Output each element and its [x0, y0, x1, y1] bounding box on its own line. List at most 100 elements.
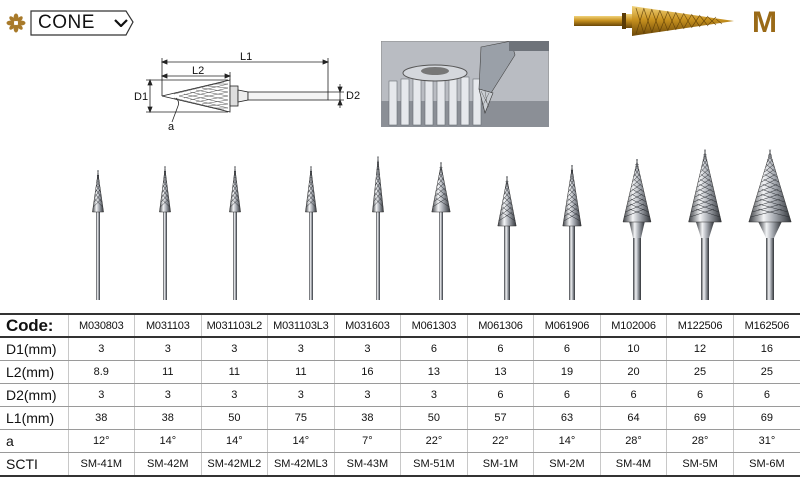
table-cell: 11 — [134, 360, 202, 384]
table-cell: 3 — [67, 337, 135, 361]
table-cell: 3 — [267, 337, 335, 361]
table-cell: 13 — [400, 360, 468, 384]
table-cell: 3 — [333, 337, 401, 361]
code-cell: M162506 — [732, 313, 800, 338]
table-cell: 57 — [466, 406, 534, 430]
code-cell: M031103L2 — [200, 313, 268, 338]
table-cell: 22° — [466, 429, 534, 453]
table-cell: 3 — [400, 383, 468, 407]
table-cell: 28° — [666, 429, 734, 453]
table-cell: 38 — [333, 406, 401, 430]
series-letter: M — [752, 6, 777, 39]
code-cell: M122506 — [666, 313, 734, 338]
burr-image — [431, 162, 451, 300]
header: CONE M — [0, 0, 800, 44]
code-cell: M030803 — [67, 313, 135, 338]
table-cell: 8.9 — [67, 360, 135, 384]
table-cell: 20 — [599, 360, 667, 384]
table-cell: 14° — [267, 429, 335, 453]
code-cell: M102006 — [599, 313, 667, 338]
label-l2: L2 — [192, 65, 204, 77]
table-cell: SM-43M — [333, 452, 401, 477]
spec-table: Code: M030803 M031103 M031103L2 M031103L… — [0, 313, 800, 477]
table-cell: SM-2M — [533, 452, 601, 477]
table-cell: 11 — [267, 360, 335, 384]
table-cell: SM-1M — [466, 452, 534, 477]
code-cell: M031103 — [134, 313, 202, 338]
burr-lineup — [92, 149, 792, 300]
table-cell: 6 — [666, 383, 734, 407]
table-cell: 11 — [200, 360, 268, 384]
burr-image — [562, 164, 582, 300]
burr-image — [372, 156, 384, 300]
table-cell: 6 — [400, 337, 468, 361]
burr-image — [92, 170, 104, 300]
table-cell: 3 — [67, 383, 135, 407]
table-cell: 6 — [599, 383, 667, 407]
row-label: SCTI — [0, 452, 68, 477]
table-cell: 16 — [732, 337, 800, 361]
table-cell: 12° — [67, 429, 135, 453]
table-cell: SM-41M — [67, 452, 135, 477]
code-label: Code: — [0, 313, 68, 338]
row-label: a — [0, 429, 68, 453]
table-cell: 25 — [666, 360, 734, 384]
table-cell: 3 — [267, 383, 335, 407]
code-cell: M061303 — [400, 313, 468, 338]
table-cell: 19 — [533, 360, 601, 384]
table-cell: 16 — [333, 360, 401, 384]
table-cell: 14° — [533, 429, 601, 453]
table-cell: 6 — [466, 337, 534, 361]
table-cell: 69 — [732, 406, 800, 430]
table-cell: 38 — [67, 406, 135, 430]
table-cell: 75 — [267, 406, 335, 430]
hero-burr-image — [574, 6, 734, 36]
table-cell: SM-42M — [134, 452, 202, 477]
burr-image — [622, 158, 652, 300]
table-cell: 12 — [666, 337, 734, 361]
dimension-drawing: L1 L2 D1 D2 a — [134, 51, 360, 133]
label-d2: D2 — [346, 90, 360, 102]
row-label: L2(mm) — [0, 360, 68, 384]
page-title: CONE — [38, 12, 95, 33]
code-cell: M061306 — [466, 313, 534, 338]
table-cell: 38 — [134, 406, 202, 430]
table-cell: 6 — [466, 383, 534, 407]
flower-icon — [6, 13, 26, 33]
table-cell: SM-6M — [732, 452, 800, 477]
table-cell: 3 — [333, 383, 401, 407]
burr-image — [159, 166, 171, 300]
table-cell: SM-42ML2 — [200, 452, 268, 477]
burr-image — [229, 166, 241, 300]
label-d1: D1 — [134, 91, 148, 103]
label-l1: L1 — [240, 51, 252, 63]
table-cell: 50 — [200, 406, 268, 430]
burr-image — [748, 149, 792, 300]
table-cell: 13 — [466, 360, 534, 384]
row-label: L1(mm) — [0, 406, 68, 430]
table-cell: 64 — [599, 406, 667, 430]
label-a: a — [168, 121, 175, 133]
burr-image — [688, 149, 722, 300]
table-cell: SM-4M — [599, 452, 667, 477]
title-box: CONE — [30, 10, 134, 36]
row-label: D2(mm) — [0, 383, 68, 407]
table-cell: 28° — [599, 429, 667, 453]
row-label: D1(mm) — [0, 337, 68, 361]
application-photo — [381, 41, 549, 127]
table-cell: SM-42ML3 — [267, 452, 335, 477]
table-cell: 6 — [732, 383, 800, 407]
chevron-down-icon — [114, 19, 128, 27]
table-cell: 50 — [400, 406, 468, 430]
table-cell: SM-51M — [400, 452, 468, 477]
code-cell: M031103L3 — [267, 313, 335, 338]
code-cell: M031603 — [333, 313, 401, 338]
table-cell: 7° — [333, 429, 401, 453]
table-cell: 22° — [400, 429, 468, 453]
